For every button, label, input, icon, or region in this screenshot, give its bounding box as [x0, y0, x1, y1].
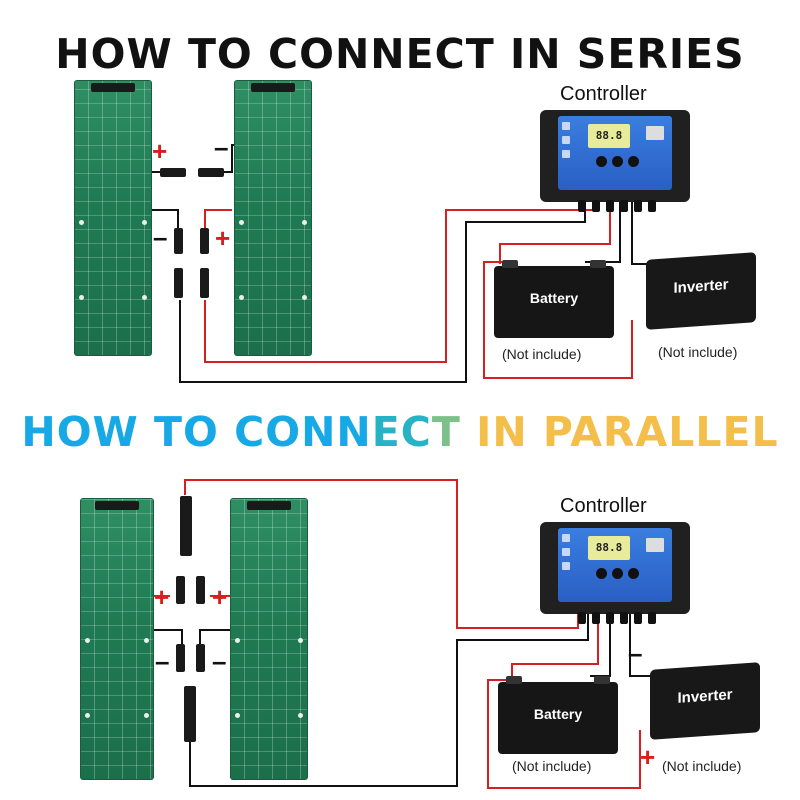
parallel-inverter-positive [487, 679, 641, 789]
series-title: HOW TO CONNECT IN SERIES [55, 30, 745, 78]
junction-box-icon [91, 83, 135, 92]
series-solar-panel-2 [234, 80, 312, 356]
y-branch-connector-icon [180, 496, 192, 556]
parallel-title-part-3: T [431, 408, 477, 456]
series-inverter-label: Inverter [673, 276, 729, 297]
parallel-panel1-lead [150, 629, 183, 645]
parallel-inverter-negative [629, 606, 650, 677]
series-negative-sign: – [153, 222, 168, 252]
parallel-title: HOW TO CONNECT IN PARALLEL [0, 408, 800, 456]
parallel-inverter-note: (Not include) [662, 758, 742, 774]
series-panel2-lead-down [204, 209, 232, 232]
parallel-inverter-positive-sign: + [640, 742, 656, 772]
parallel-positive-sign: + [212, 582, 228, 612]
series-battery-label: Battery [529, 290, 579, 306]
mc4-connector-icon [176, 576, 185, 604]
mc4-connector-icon [196, 644, 205, 672]
parallel-negative-trunk [189, 606, 589, 787]
parallel-controller-label: Controller [560, 495, 647, 517]
mc4-connector-icon [174, 228, 183, 254]
usb-port-icon [646, 126, 664, 140]
y-branch-connector-icon [184, 686, 196, 742]
mc4-connector-icon [176, 644, 185, 672]
series-solar-panel-1 [74, 80, 152, 356]
parallel-charge-controller: 88.8 [540, 522, 690, 624]
series-negative-sign: – [214, 132, 229, 162]
series-inverter: Inverter [646, 252, 756, 330]
series-battery-negative [585, 193, 621, 263]
parallel-inverter-label: Inverter [677, 686, 733, 707]
series-panel1-lead-down [150, 209, 179, 232]
parallel-positive-trunk [184, 479, 579, 629]
parallel-title-part-2: EC [371, 408, 432, 456]
mc4-connector-icon [200, 268, 209, 298]
controller-display: 88.8 [588, 124, 630, 148]
series-negative-to-controller [179, 193, 586, 383]
series-inverter-positive [483, 261, 633, 379]
mc4-connector-icon [200, 228, 209, 254]
series-inverter-note: (Not include) [658, 344, 738, 360]
mc4-connector-icon [174, 268, 183, 298]
usb-port-icon [646, 538, 664, 552]
series-charge-controller: 88.8 [540, 110, 690, 212]
series-positive-sign: + [152, 136, 168, 166]
parallel-solar-panel-2 [230, 498, 308, 780]
series-positive-sign: + [215, 223, 231, 253]
parallel-solar-panel-1 [80, 498, 154, 780]
junction-box-icon [95, 501, 139, 510]
parallel-title-part-4: IN PARALLEL [476, 408, 779, 456]
controller-display: 88.8 [588, 536, 630, 560]
series-controller-label: Controller [560, 83, 647, 105]
parallel-negative-sign: – [155, 646, 170, 676]
parallel-negative-sign: – [212, 646, 227, 676]
parallel-battery-note: (Not include) [512, 758, 592, 774]
series-battery-positive [499, 193, 611, 264]
junction-box-icon [251, 83, 295, 92]
series-battery-note: (Not include) [502, 346, 582, 362]
mc4-connector-icon [160, 168, 186, 177]
parallel-inverter: Inverter [650, 662, 760, 740]
parallel-battery-label: Battery [533, 706, 583, 722]
parallel-positive-sign: + [154, 582, 170, 612]
junction-box-icon [247, 501, 291, 510]
parallel-battery: Battery [498, 676, 618, 754]
parallel-inverter-negative-sign: – [628, 638, 643, 668]
parallel-title-part-1: HOW TO CONN [21, 408, 372, 456]
parallel-battery-positive [511, 606, 599, 682]
series-inverter-negative [631, 193, 650, 265]
parallel-panel2-lead [199, 629, 230, 645]
mc4-connector-icon [198, 168, 224, 177]
series-battery: Battery [494, 260, 614, 338]
mc4-connector-icon [196, 576, 205, 604]
